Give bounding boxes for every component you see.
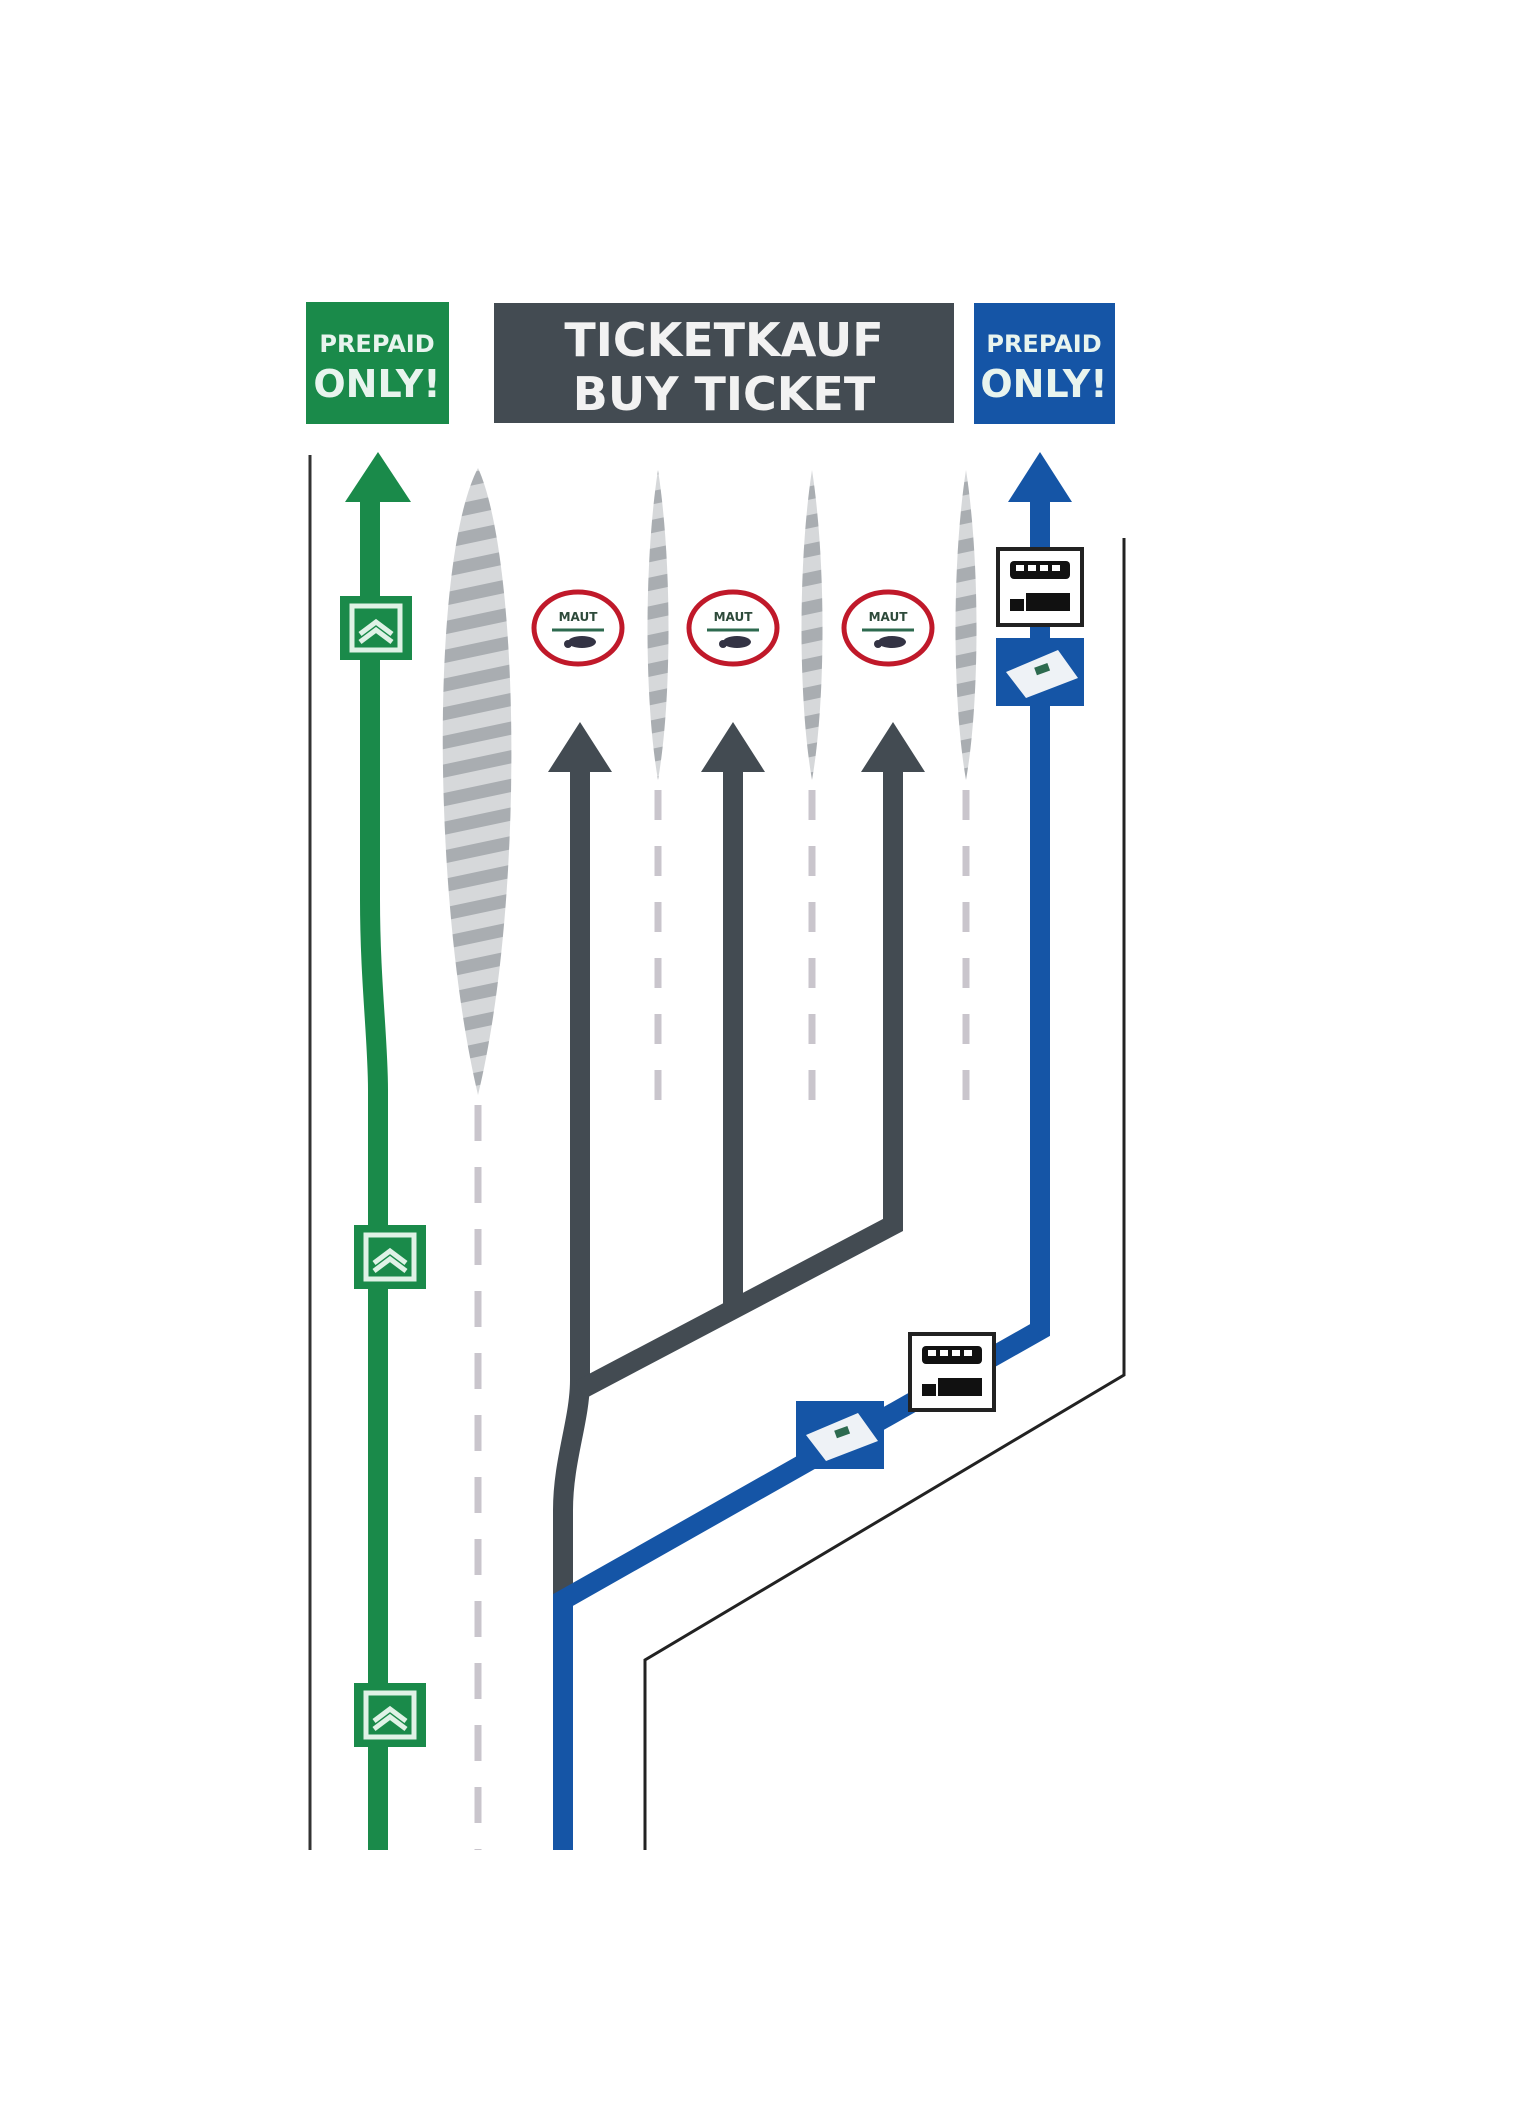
gray-ticket-route [553, 770, 590, 1610]
right-road-edge [643, 538, 1126, 1850]
toll-label: MAUT [869, 610, 909, 624]
sign-line2: BUY TICKET [573, 367, 876, 421]
toll-maut-icon [534, 592, 622, 664]
prepaid-only-sign-right: PREPAID ONLY! [974, 303, 1115, 424]
sign-line2: ONLY! [980, 362, 1107, 406]
sign-line1: PREPAID [319, 330, 434, 358]
hatched-island [801, 470, 823, 780]
bus-truck-icon [908, 1332, 996, 1412]
hatched-island [647, 470, 669, 780]
prepaid-tag-icon [354, 1683, 426, 1747]
toll-maut-icon [689, 592, 777, 664]
sign-line2: ONLY! [313, 362, 440, 406]
toll-label: MAUT [714, 610, 754, 624]
prepaid-tag-icon [354, 1225, 426, 1289]
green-arrow-head [345, 452, 411, 502]
hatched-island-large [442, 468, 512, 1095]
sign-line1: TICKETKAUF [564, 313, 883, 367]
toll-label: MAUT [559, 610, 599, 624]
buy-ticket-sign: TICKETKAUF BUY TICKET [494, 303, 954, 423]
card-icon [796, 1401, 884, 1469]
hatched-island [955, 470, 977, 780]
sign-line1: PREPAID [986, 330, 1101, 358]
gray-arrow-head [701, 722, 765, 772]
prepaid-only-sign-left: PREPAID ONLY! [306, 302, 449, 424]
prepaid-tag-icon [340, 596, 412, 660]
bus-truck-icon [996, 547, 1084, 627]
gray-arrow-head [548, 722, 612, 772]
card-icon [996, 638, 1084, 706]
gray-ticket-branch [575, 770, 903, 1399]
gray-arrow-head [861, 722, 925, 772]
toll-maut-icon [844, 592, 932, 664]
blue-arrow-head [1008, 452, 1072, 502]
green-prepaid-route [360, 500, 388, 1850]
